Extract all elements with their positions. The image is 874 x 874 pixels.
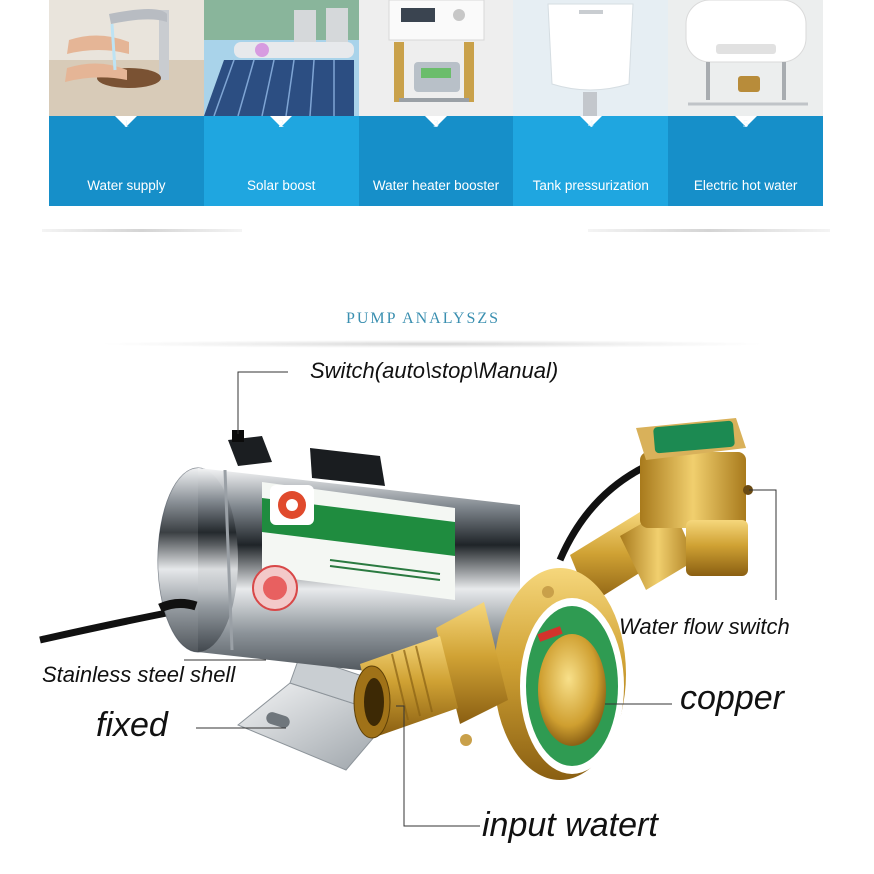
- application-card-water-heater-booster: 3 Water heater booster: [358, 0, 514, 206]
- pointer-notch: [579, 116, 602, 127]
- application-number: 5: [742, 118, 749, 130]
- application-label: Tank pressurization: [532, 178, 649, 193]
- application-band: [668, 116, 823, 206]
- inlet-pipe: [353, 602, 508, 739]
- callout-fixed: fixed: [96, 706, 168, 744]
- toilet-tank-icon: [513, 0, 669, 116]
- divider-left: [42, 229, 242, 232]
- divider-right: [588, 229, 830, 232]
- application-label: Electric hot water: [693, 178, 798, 193]
- application-number: 3: [433, 118, 439, 130]
- application-card-electric-hot-water: 5 Electric hot water: [668, 0, 823, 206]
- pointer-notch: [115, 116, 138, 127]
- application-number: 2: [278, 118, 284, 130]
- application-label: Water supply: [87, 178, 166, 193]
- pointer-notch: [424, 116, 447, 127]
- application-number: 1: [123, 118, 130, 130]
- application-card-tank-pressurization: 4 Tank pressurization: [513, 0, 669, 206]
- callout-copper: copper: [680, 679, 784, 717]
- pump-illustration: [39, 371, 777, 827]
- title-underline: [105, 340, 760, 348]
- applications-strip: 1 Water supply 2 Solar boost: [49, 0, 823, 206]
- callout-stainless-steel-shell: Stainless steel shell: [42, 662, 236, 687]
- faucet-icon: [49, 0, 204, 116]
- pointer-notch: [270, 116, 293, 127]
- application-label: Water heater booster: [372, 178, 500, 193]
- application-label: Solar boost: [247, 178, 316, 193]
- copper-housing: [460, 568, 626, 780]
- solar-panel-icon: [203, 0, 359, 116]
- callout-switch: Switch(auto\stop\Manual): [310, 358, 559, 383]
- water-heater-icon: [358, 0, 514, 116]
- application-band: [358, 116, 514, 206]
- callout-water-flow-switch: Water flow switch: [619, 614, 790, 639]
- electric-heater-icon: [668, 0, 823, 116]
- leader-lines: [184, 371, 777, 827]
- callout-input-water: input watert: [482, 806, 658, 844]
- pointer-notch: [734, 116, 757, 127]
- application-band: [203, 116, 359, 206]
- application-band: [513, 116, 669, 206]
- pump-motor-body: [157, 430, 520, 688]
- water-flow-switch: [636, 418, 753, 576]
- application-band: [49, 116, 204, 206]
- application-card-water-supply: 1 Water supply: [49, 0, 204, 206]
- application-card-solar-boost: 2 Solar boost: [203, 0, 359, 206]
- application-number: 4: [588, 118, 594, 130]
- section-title: PUMP ANALYSZS: [345, 310, 501, 327]
